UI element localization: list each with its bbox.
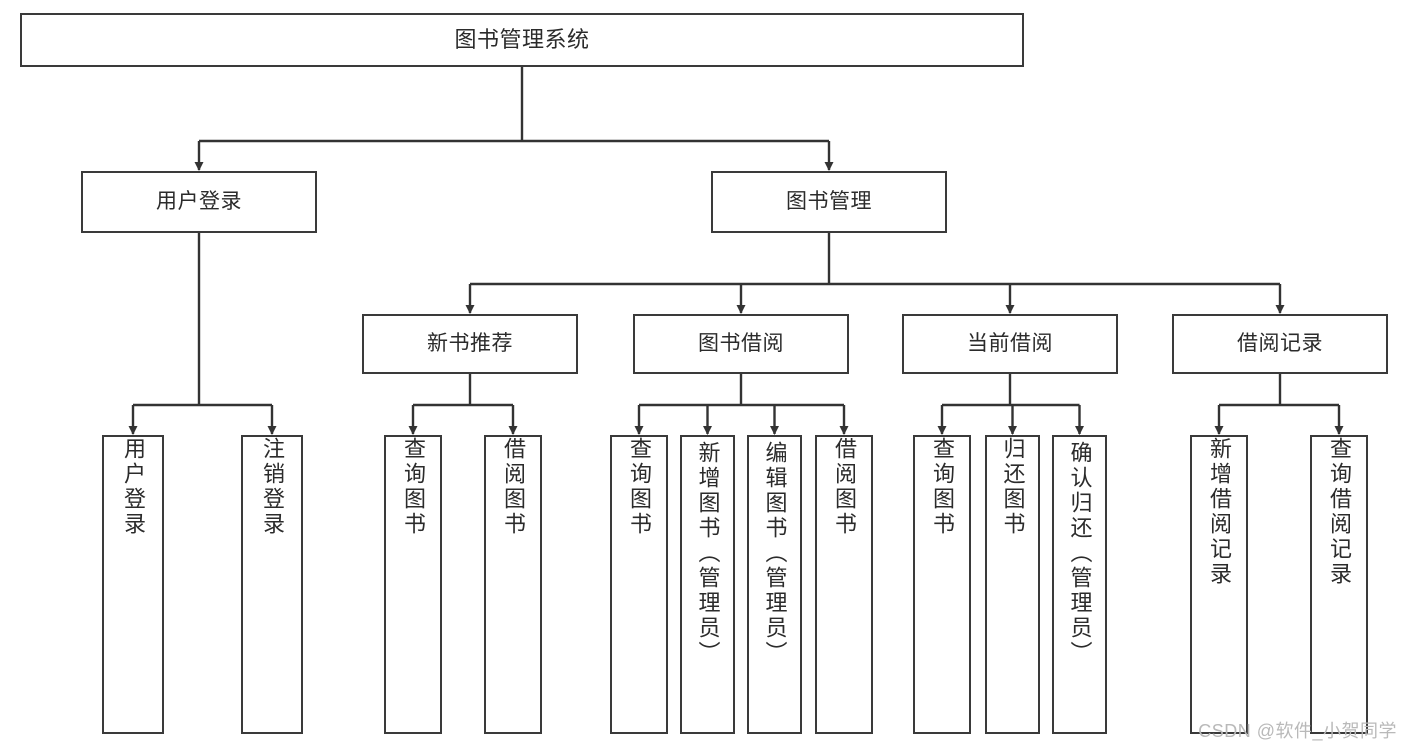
node-borrow-record[interactable]: 借阅记录 bbox=[1172, 314, 1388, 374]
node-leaf-confirm-return[interactable]: 确认归还（管理员） bbox=[1052, 435, 1107, 734]
node-leaf-query-book-3[interactable]: 查询图书 bbox=[913, 435, 971, 734]
node-label: 新增借阅记录 bbox=[1207, 437, 1232, 587]
node-label: 归还图书 bbox=[1000, 437, 1026, 537]
node-user-login[interactable]: 用户登录 bbox=[81, 171, 317, 233]
node-label: 图书借阅 bbox=[698, 331, 784, 355]
node-leaf-query-record[interactable]: 查询借阅记录 bbox=[1310, 435, 1368, 734]
node-label: 图书管理 bbox=[786, 189, 872, 213]
node-label: 查询图书 bbox=[930, 437, 955, 537]
csdn-watermark: CSDN @软件_小贺同学 bbox=[1198, 721, 1397, 741]
node-label: 查询图书 bbox=[627, 437, 652, 537]
node-leaf-edit-book[interactable]: 编辑图书（管理员） bbox=[747, 435, 802, 734]
node-label: 新书推荐 bbox=[427, 331, 513, 355]
node-label: 用户登录 bbox=[121, 437, 146, 537]
node-label: 借阅记录 bbox=[1237, 331, 1323, 355]
node-leaf-user-login[interactable]: 用户登录 bbox=[102, 435, 164, 734]
node-label: 新增图书（管理员） bbox=[695, 441, 721, 666]
node-leaf-query-book-1[interactable]: 查询图书 bbox=[384, 435, 442, 734]
node-label: 用户登录 bbox=[156, 189, 242, 213]
node-leaf-add-record[interactable]: 新增借阅记录 bbox=[1190, 435, 1248, 734]
node-book-manage[interactable]: 图书管理 bbox=[711, 171, 947, 233]
node-leaf-add-book[interactable]: 新增图书（管理员） bbox=[680, 435, 735, 734]
node-label: 借阅图书 bbox=[501, 437, 526, 537]
node-label: 编辑图书（管理员） bbox=[762, 441, 788, 666]
node-label: 查询图书 bbox=[401, 437, 426, 537]
node-label: 当前借阅 bbox=[967, 331, 1053, 355]
node-leaf-user-logout[interactable]: 注销登录 bbox=[241, 435, 303, 734]
node-leaf-query-book-2[interactable]: 查询图书 bbox=[610, 435, 668, 734]
node-new-book-rec[interactable]: 新书推荐 bbox=[362, 314, 578, 374]
node-label: 注销登录 bbox=[260, 437, 285, 537]
node-label: 确认归还（管理员） bbox=[1067, 441, 1093, 666]
node-label: 查询借阅记录 bbox=[1327, 437, 1352, 587]
node-label: 图书管理系统 bbox=[454, 27, 590, 53]
node-book-borrow[interactable]: 图书借阅 bbox=[633, 314, 849, 374]
node-label: 借阅图书 bbox=[832, 437, 857, 537]
node-leaf-borrow-book-1[interactable]: 借阅图书 bbox=[484, 435, 542, 734]
node-current-borrow[interactable]: 当前借阅 bbox=[902, 314, 1118, 374]
node-leaf-borrow-book-2[interactable]: 借阅图书 bbox=[815, 435, 873, 734]
node-root[interactable]: 图书管理系统 bbox=[20, 13, 1024, 67]
node-leaf-return-book[interactable]: 归还图书 bbox=[985, 435, 1040, 734]
